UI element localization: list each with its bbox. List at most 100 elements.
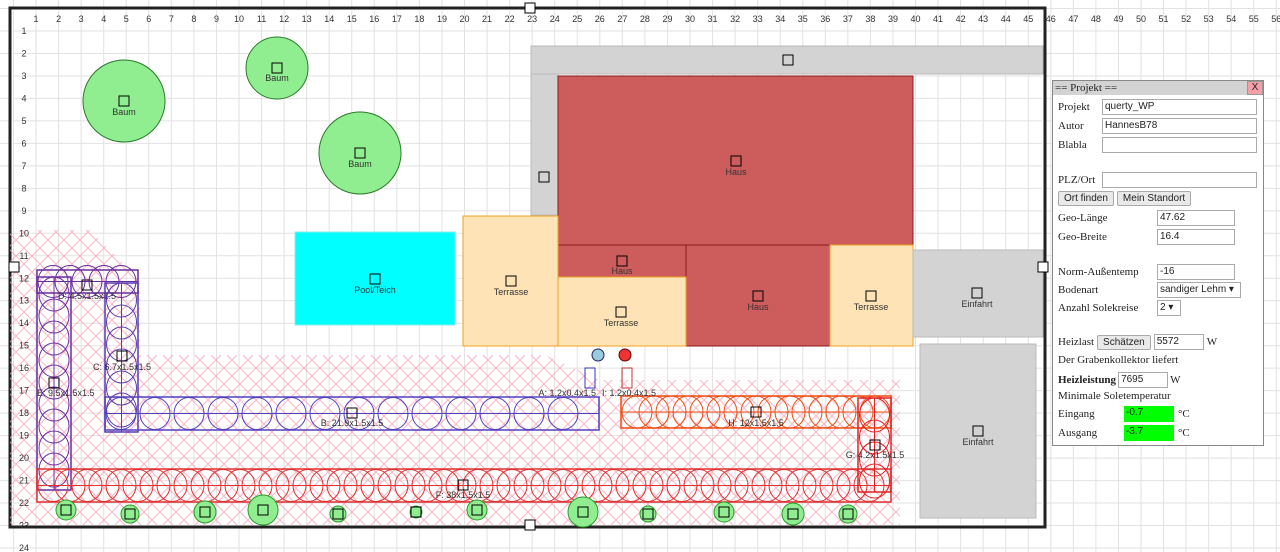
ruler-tick: 34 <box>775 14 785 24</box>
ruler-tick: 1 <box>21 26 26 36</box>
supplies-text: Der Grabenkollektor liefert <box>1058 354 1179 366</box>
blabla-label: Blabla <box>1058 139 1087 151</box>
blabla-input[interactable] <box>1102 137 1257 153</box>
ruler-tick: 12 <box>279 14 289 24</box>
driveway[interactable]: Einfahrt <box>919 343 1037 519</box>
ruler-tick: 2 <box>56 14 61 24</box>
circuits-select[interactable]: 2 ▾ <box>1157 300 1181 316</box>
shrub[interactable] <box>247 494 279 526</box>
svg-text:Terrasse: Terrasse <box>604 318 639 328</box>
lat-input[interactable]: 16.4 <box>1157 229 1235 245</box>
ruler-tick: 41 <box>933 14 943 24</box>
plz-input[interactable] <box>1102 172 1257 188</box>
lon-label: Geo-Länge <box>1058 212 1108 224</box>
ruler-tick: 21 <box>482 14 492 24</box>
svg-text:Terrasse: Terrasse <box>854 302 889 312</box>
terrace[interactable]: Terrasse <box>462 215 559 347</box>
ruler-tick: 20 <box>19 453 29 463</box>
shrub[interactable] <box>55 499 77 521</box>
autor-label: Autor <box>1058 120 1084 132</box>
plz-label: PLZ/Ort <box>1058 174 1096 186</box>
terrace[interactable]: Terrasse <box>829 244 914 347</box>
svg-text:Einfahrt: Einfahrt <box>962 437 994 447</box>
temp-input[interactable]: -16 <box>1157 264 1235 280</box>
ruler-tick: 9 <box>214 14 219 24</box>
shrub[interactable] <box>193 500 217 524</box>
ruler-tick: 8 <box>191 14 196 24</box>
driveway[interactable]: Einfahrt <box>912 249 1044 338</box>
shrub[interactable] <box>409 505 423 519</box>
return-connector[interactable]: I: 1.2x0.4x1.5 <box>602 348 656 398</box>
shrub[interactable] <box>639 505 657 523</box>
ruler-tick: 7 <box>21 161 26 171</box>
tree[interactable]: Baum <box>82 59 166 143</box>
ruler-tick: 14 <box>19 318 29 328</box>
ruler-tick: 52 <box>1181 14 1191 24</box>
panel-title: == Projekt == <box>1055 82 1118 94</box>
close-button[interactable]: X <box>1247 81 1263 95</box>
terrace[interactable]: Terrasse <box>557 276 687 347</box>
shrub[interactable] <box>713 501 735 523</box>
projekt-input[interactable]: querty_WP <box>1102 99 1257 115</box>
trench-B[interactable]: B: 21.9x1.5x1.5 <box>104 396 600 431</box>
trench-G[interactable]: G: 4.2x1.5x1.5 <box>846 397 905 499</box>
ruler-tick: 16 <box>19 363 29 373</box>
projekt-label: Projekt <box>1058 101 1090 113</box>
shrub[interactable] <box>781 502 805 526</box>
trench-C[interactable]: C: 6.7x1.5x1.5 <box>93 282 151 433</box>
supply-connector[interactable]: A: 1.2x0.4x1.5 <box>538 348 605 398</box>
ruler-tick: 8 <box>21 183 26 193</box>
tree[interactable]: Baum <box>245 36 309 100</box>
ruler-tick: 44 <box>1001 14 1011 24</box>
circuits-label: Anzahl Solekreise <box>1058 302 1139 314</box>
ruler-tick: 50 <box>1136 14 1146 24</box>
lon-input[interactable]: 47.62 <box>1157 210 1235 226</box>
tree[interactable]: Baum <box>318 111 402 195</box>
pool[interactable]: Pool/Teich <box>294 231 456 326</box>
ruler-tick: 6 <box>146 14 151 24</box>
find-location-button[interactable]: Ort finden <box>1058 191 1114 206</box>
ruler-tick: 10 <box>234 14 244 24</box>
my-location-button[interactable]: Mein Standort <box>1116 191 1192 206</box>
ruler-tick: 18 <box>19 408 29 418</box>
shrub[interactable] <box>329 505 347 523</box>
ruler-tick: 15 <box>19 341 29 351</box>
ruler-tick: 48 <box>1091 14 1101 24</box>
path-strip[interactable] <box>530 45 1044 75</box>
path-strip[interactable] <box>530 73 559 216</box>
power-input[interactable]: 7695 <box>1118 372 1169 388</box>
shrub[interactable] <box>838 504 858 524</box>
trench-E[interactable]: E: 9.5x1.5x1.5 <box>36 276 95 491</box>
ruler-tick: 24 <box>19 543 29 552</box>
ruler-tick: 25 <box>572 14 582 24</box>
shrub[interactable] <box>466 499 488 521</box>
collector-zone <box>10 230 900 525</box>
house[interactable]: Haus <box>557 75 914 246</box>
lat-label: Geo-Breite <box>1058 231 1107 243</box>
panel-header[interactable]: == Projekt == X <box>1053 81 1263 95</box>
ruler-tick: 55 <box>1249 14 1259 24</box>
out-temp-value: -3.7 <box>1124 425 1174 441</box>
svg-text:I: 1.2x0.4x1.5: I: 1.2x0.4x1.5 <box>602 388 656 398</box>
load-input[interactable]: 5572 <box>1153 334 1204 350</box>
ruler-tick: 10 <box>19 228 29 238</box>
shrub[interactable] <box>567 496 599 528</box>
ruler-tick: 4 <box>21 93 26 103</box>
ruler-tick: 37 <box>843 14 853 24</box>
ruler-tick: 26 <box>595 14 605 24</box>
house[interactable]: Haus <box>557 244 687 278</box>
power-unit: W <box>1170 374 1181 386</box>
house[interactable]: Haus <box>685 244 831 347</box>
ruler-tick: 4 <box>101 14 106 24</box>
soil-select[interactable]: sandiger Lehm ▾ <box>1157 282 1241 298</box>
autor-input[interactable]: HannesB78 <box>1102 118 1257 134</box>
ruler-tick: 17 <box>392 14 402 24</box>
svg-text:Haus: Haus <box>725 167 747 177</box>
shrub[interactable] <box>120 504 140 524</box>
ruler-tick: 49 <box>1113 14 1123 24</box>
ruler-tick: 22 <box>19 498 29 508</box>
estimate-button[interactable]: Schätzen <box>1097 334 1151 350</box>
load-unit: W <box>1206 336 1218 348</box>
ruler-tick: 5 <box>21 116 26 126</box>
